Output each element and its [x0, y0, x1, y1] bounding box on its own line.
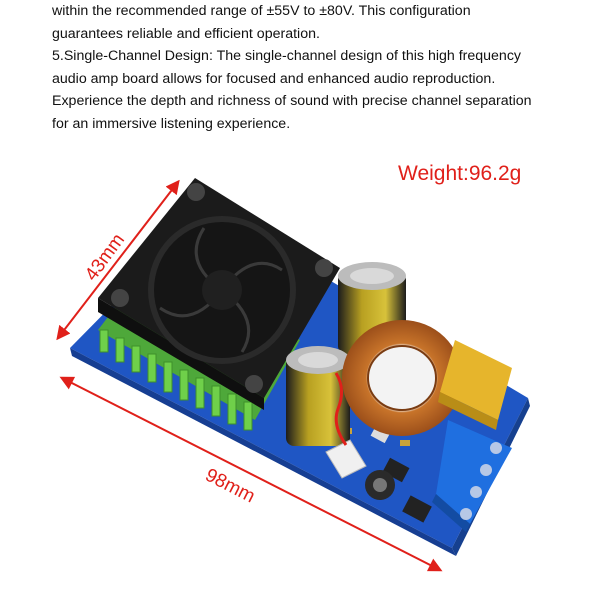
- film-capacitor: [438, 340, 512, 430]
- description-line: Experience the depth and richness of sou…: [52, 93, 532, 109]
- length-dimension-label: 98mm: [202, 465, 259, 508]
- product-description: within the recommended range of ±55V to …: [52, 0, 592, 135]
- weight-label: Weight:96.2g: [398, 162, 522, 185]
- toroid-inductor: [342, 320, 462, 436]
- description-line: for an immersive listening experience.: [52, 115, 291, 132]
- description-line: within the recommended range of ±55V to …: [52, 3, 471, 19]
- amplifier-board-image: 43mm 98mm: [56, 178, 530, 572]
- description-line: guarantees reliable and efficient operat…: [52, 25, 320, 42]
- dimension-arrows: [56, 179, 443, 572]
- description-line: 5.Single-Channel Design: The single-chan…: [52, 48, 522, 64]
- description-line: audio amp board allows for focused and e…: [52, 70, 496, 87]
